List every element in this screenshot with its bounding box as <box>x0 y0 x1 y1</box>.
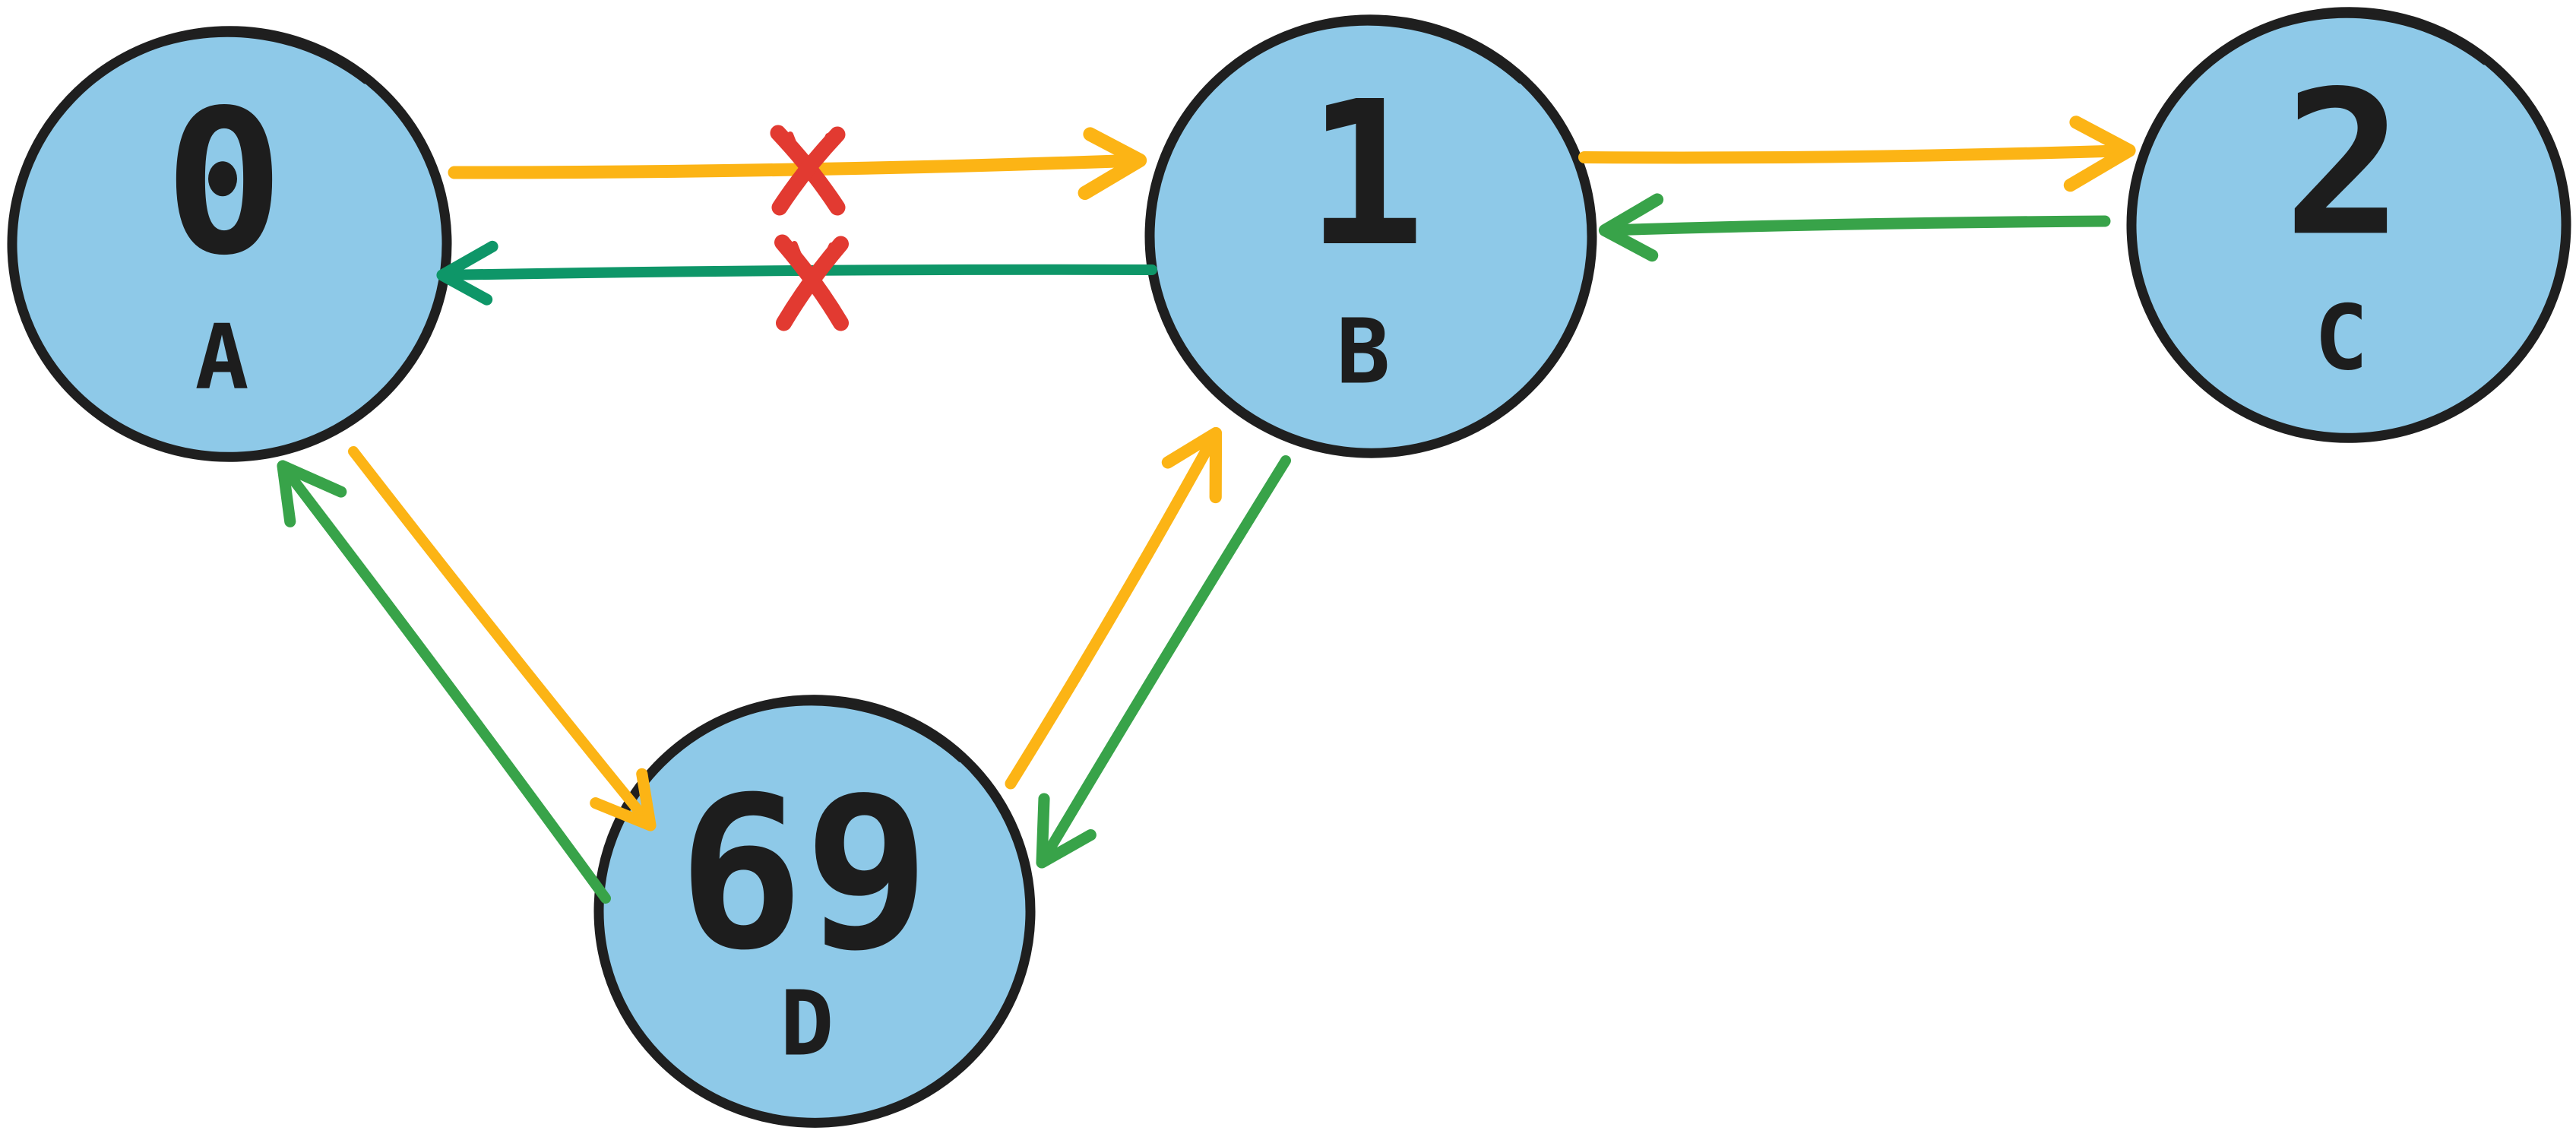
edge-B-to-C[interactable] <box>1578 116 2136 192</box>
edge-C-to-B[interactable] <box>1598 193 2111 262</box>
node-B[interactable]: 1B <box>1112 0 1629 489</box>
arrowhead <box>2063 116 2136 192</box>
node-letter: A <box>195 305 248 410</box>
edge-line <box>1578 144 2135 164</box>
edge-D-to-B[interactable] <box>1005 426 1223 790</box>
cross-tick <box>815 133 831 160</box>
node-A[interactable]: 0A <box>0 9 472 479</box>
arrowhead <box>1036 793 1097 869</box>
cross-tick <box>818 242 835 270</box>
node-value: 69 <box>678 752 930 996</box>
node-value: 1 <box>1305 59 1426 290</box>
node-letter: C <box>2314 286 2368 391</box>
node-circle-overdraw <box>594 699 1035 1123</box>
node-circle-overdraw <box>1145 19 1597 454</box>
edge-layer <box>277 116 2136 904</box>
edge-B-to-D[interactable] <box>1036 455 1291 869</box>
arrowhead <box>1161 426 1223 504</box>
edge-line <box>1036 455 1291 868</box>
arrowhead <box>277 460 347 527</box>
cross-tick <box>791 241 806 268</box>
node-letter: B <box>1336 299 1390 404</box>
zero-dot <box>208 161 237 197</box>
cross-stroke <box>776 236 849 331</box>
cross-on-A-to-B[interactable] <box>770 125 846 216</box>
cross-on-B-to-A[interactable] <box>774 234 849 331</box>
edge-A-to-D[interactable] <box>348 446 657 831</box>
edge-line <box>1005 427 1222 790</box>
arrowhead <box>1598 193 1664 262</box>
arrowhead <box>590 768 657 831</box>
arrowhead <box>436 240 498 306</box>
edge-D-to-A[interactable] <box>277 460 611 904</box>
node-D[interactable]: 69D <box>562 665 1068 1137</box>
edge-line <box>277 461 611 904</box>
arrowhead <box>1078 127 1147 201</box>
node-letter: D <box>780 971 834 1076</box>
node-value: 2 <box>2283 48 2404 280</box>
cross-stroke <box>771 126 846 216</box>
cross-tick <box>787 131 802 159</box>
node-circle-overdraw <box>2127 11 2571 439</box>
edge-line <box>1599 215 2111 236</box>
edge-line <box>348 446 656 831</box>
node-circle-overdraw <box>8 30 451 458</box>
cross-layer <box>770 125 849 331</box>
node-C[interactable]: 2C <box>2106 0 2576 460</box>
